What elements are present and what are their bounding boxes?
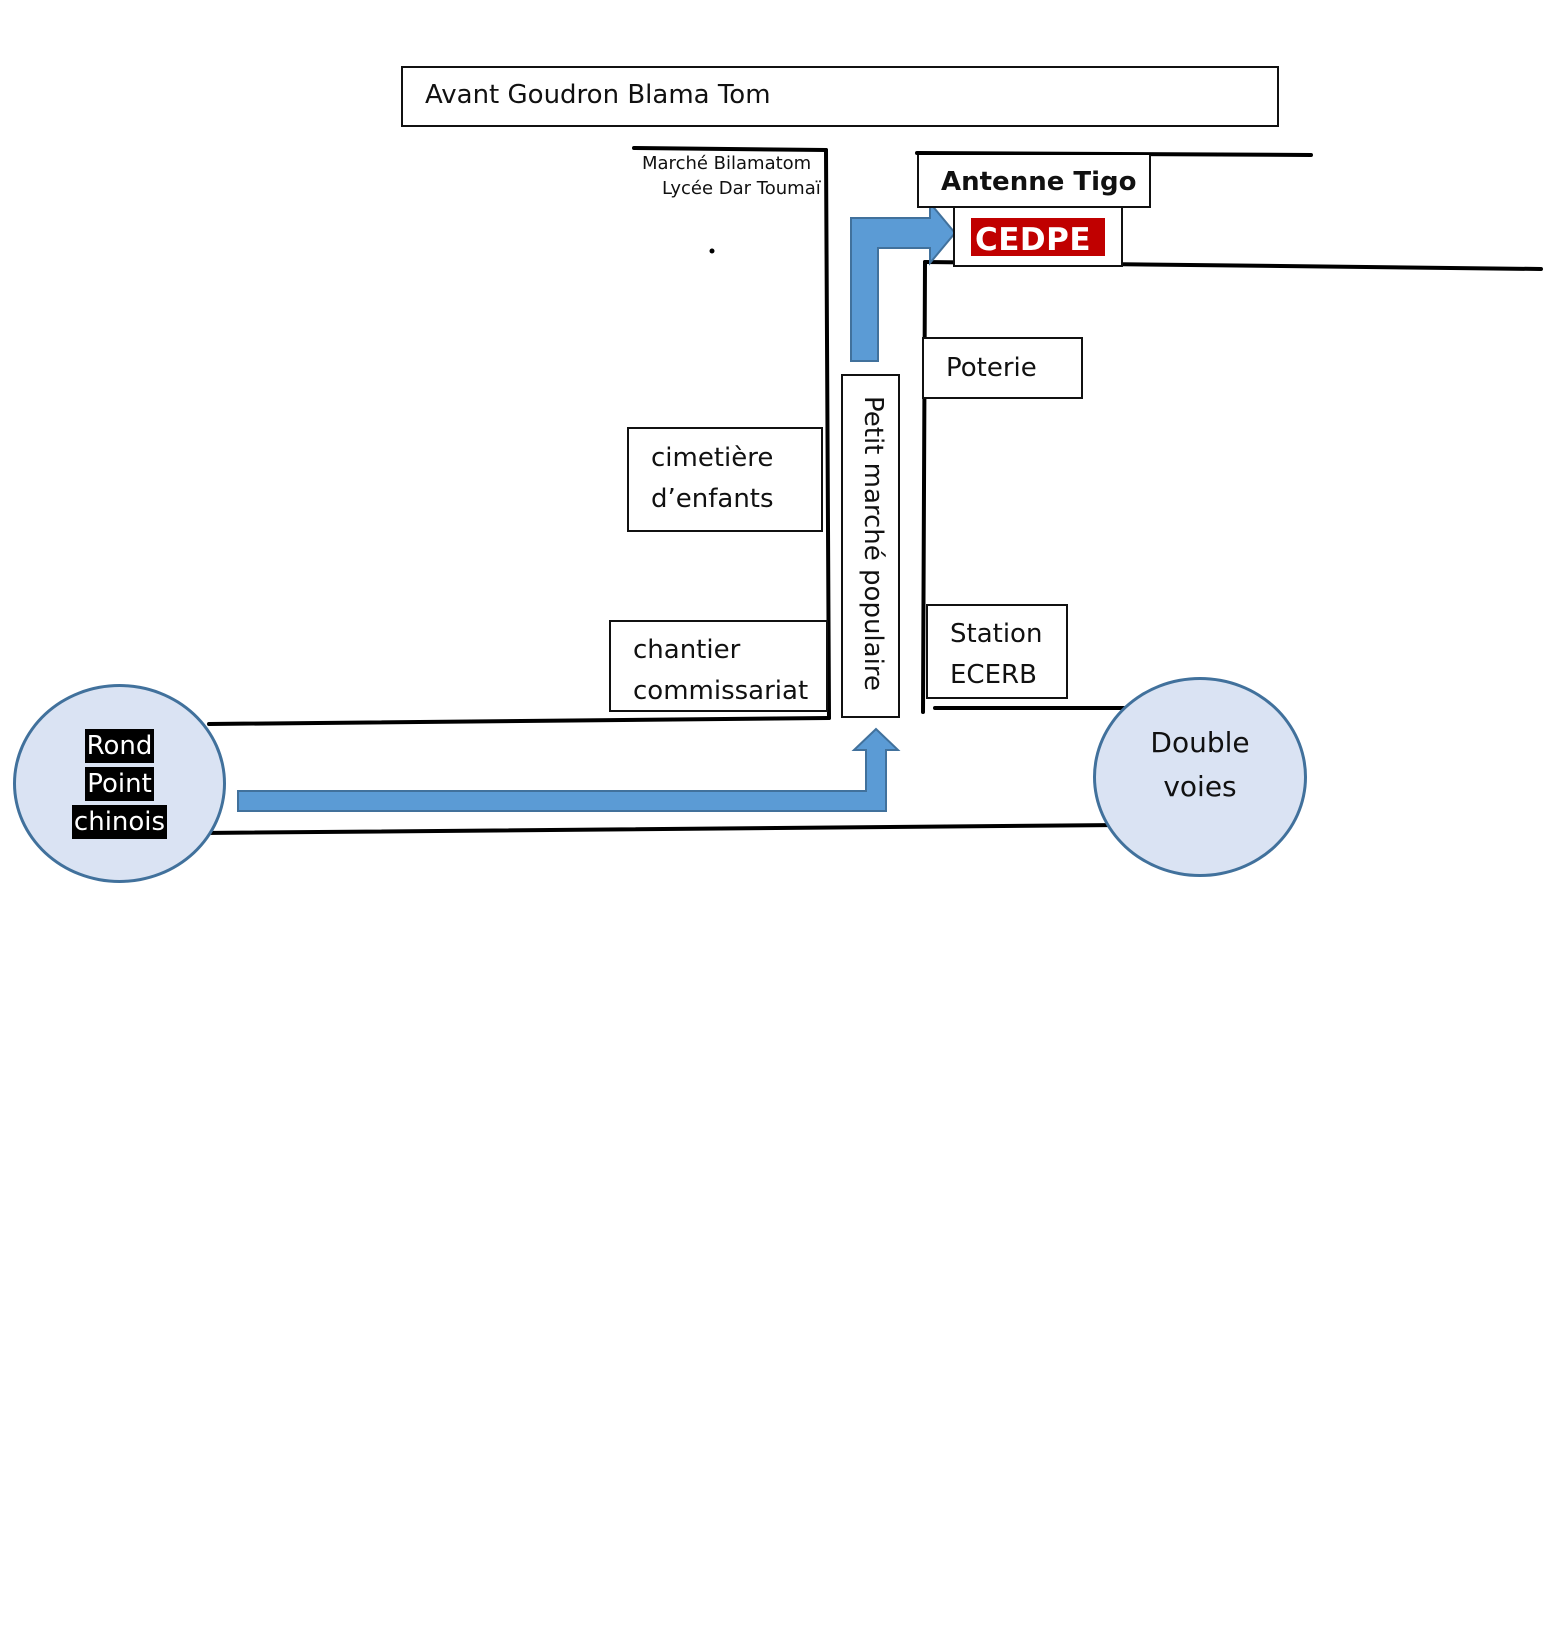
landmark-marche-bilamatom: Marché Bilamatom <box>642 153 812 174</box>
poterie-label: Poterie <box>946 353 1037 383</box>
petit-marche-label: Petit marché populaire <box>858 396 888 691</box>
road-segment <box>201 823 1123 835</box>
stray-mark <box>709 248 715 254</box>
road-segment <box>207 716 831 726</box>
area-title: Avant Goudron Blama Tom <box>425 80 771 110</box>
road-segment <box>915 151 1313 157</box>
roundabout-end-line2: voies <box>1163 770 1237 803</box>
roundabout-end-line1: Double <box>1150 726 1250 759</box>
landmark-poterie: Poterie <box>922 337 1083 399</box>
landmark-antenne-tigo: Antenne Tigo <box>917 155 1151 208</box>
chantier-label-line2: commissariat <box>633 676 809 706</box>
landmark-cimetiere: cimetière d’enfants <box>627 427 823 532</box>
station-label-line1: Station <box>950 619 1043 649</box>
roundabout-rond-point-chinois: Rond Point chinois <box>13 684 226 883</box>
landmark-station-ecerb: Station ECERB <box>926 604 1068 699</box>
route-arrow-icon <box>237 727 901 812</box>
roundabout-start-line2: Point <box>85 767 154 801</box>
station-label-line2: ECERB <box>950 660 1037 690</box>
road-segment <box>632 146 828 152</box>
landmark-petit-marche: Petit marché populaire <box>841 374 900 718</box>
destination-tag: CEDPE <box>971 218 1105 256</box>
roundabout-start-line3: chinois <box>71 805 168 839</box>
roundabout-double-voies: Double voies <box>1093 677 1307 877</box>
cimetiere-label-line1: cimetière <box>651 443 774 473</box>
area-title-box: Avant Goudron Blama Tom <box>401 66 1279 127</box>
road-segment <box>824 148 831 720</box>
destination-label: CEDPE <box>975 222 1092 256</box>
landmark-lycee-dar-toumai: Lycée Dar Toumaï <box>662 178 821 199</box>
route-arrow-icon <box>850 200 957 362</box>
destination-cedpe: CEDPE <box>953 206 1123 267</box>
antenne-tigo-label: Antenne Tigo <box>941 167 1137 197</box>
chantier-label-line1: chantier <box>633 635 741 665</box>
road-segment <box>921 260 927 714</box>
cimetiere-label-line2: d’enfants <box>651 484 774 514</box>
landmark-chantier-commissariat: chantier commissariat <box>609 620 828 712</box>
roundabout-start-line1: Rond <box>84 729 155 763</box>
